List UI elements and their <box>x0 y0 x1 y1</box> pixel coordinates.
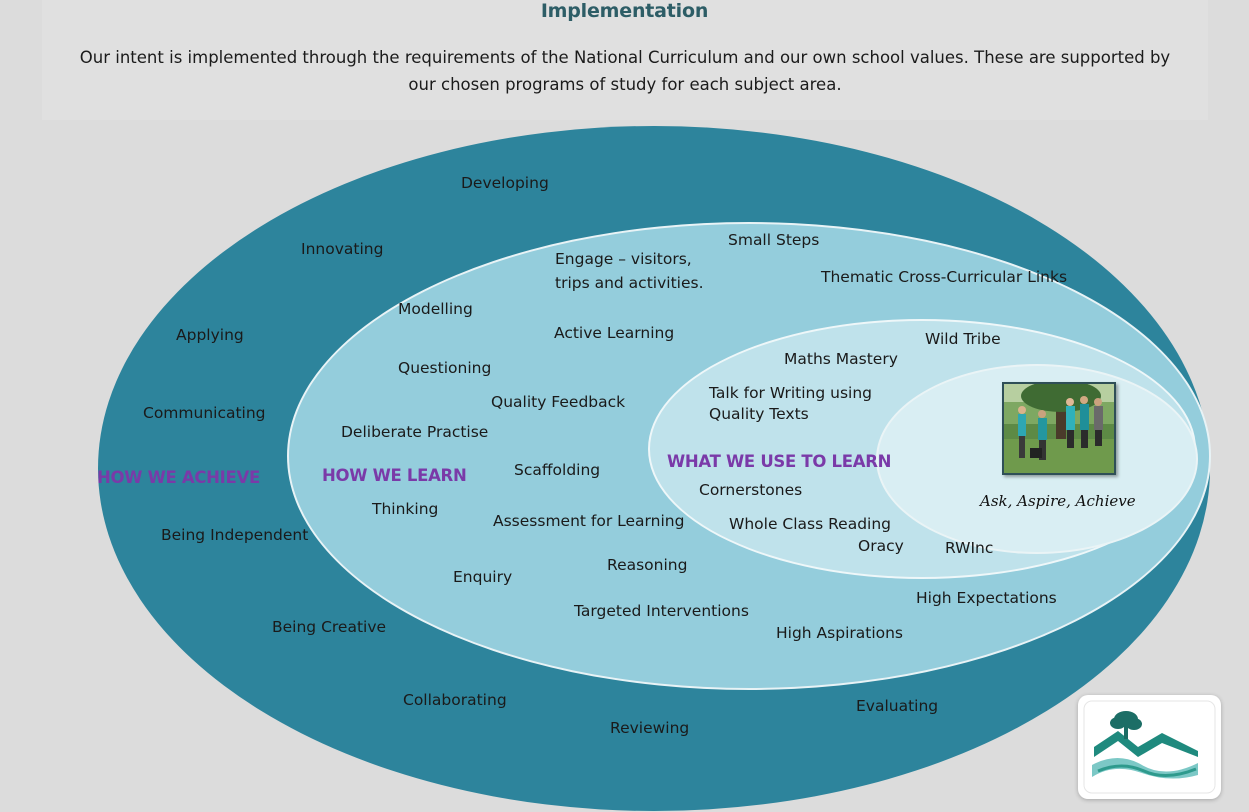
page-title: Implementation <box>540 0 709 22</box>
label-talk-for-writing-line1: Talk for Writing using <box>709 384 872 402</box>
label-oracy: Oracy <box>858 537 904 555</box>
label-modelling: Modelling <box>398 300 473 318</box>
label-developing: Developing <box>461 174 549 192</box>
intro-line-1: Our intent is implemented through the re… <box>79 48 1171 67</box>
label-whole-class-reading: Whole Class Reading <box>729 515 892 533</box>
label-enquiry: Enquiry <box>453 568 513 586</box>
label-being-creative: Being Creative <box>272 618 387 636</box>
label-being-independent: Being Independent <box>161 526 309 544</box>
label-cornerstones: Cornerstones <box>699 481 803 499</box>
school-logo-card <box>1078 695 1221 799</box>
label-scaffolding: Scaffolding <box>514 461 601 479</box>
label-high-expectations: High Expectations <box>916 589 1057 607</box>
pupils-photo <box>1002 382 1116 475</box>
label-wild-tribe: Wild Tribe <box>925 330 1001 348</box>
label-applying: Applying <box>176 326 244 344</box>
label-evaluating: Evaluating <box>856 697 939 715</box>
header-panel <box>42 0 1208 120</box>
label-questioning: Questioning <box>398 359 492 377</box>
intro-text: Our intent is implemented through the re… <box>60 44 1190 98</box>
heading-how-we-achieve: HOW WE ACHIEVE <box>97 468 260 487</box>
label-assessment-for-learning: Assessment for Learning <box>493 512 685 530</box>
label-active-learning: Active Learning <box>554 324 675 342</box>
label-thematic-links: Thematic Cross-Curricular Links <box>821 268 1068 286</box>
label-maths-mastery: Maths Mastery <box>784 350 898 368</box>
label-engage-line2: trips and activities. <box>555 274 704 292</box>
pupils-photo-image <box>1004 384 1114 473</box>
label-communicating: Communicating <box>143 404 266 422</box>
label-collaborating: Collaborating <box>403 691 507 709</box>
heading-how-we-learn: HOW WE LEARN <box>322 466 467 485</box>
label-innovating: Innovating <box>301 240 384 258</box>
heading-what-we-use-to-learn: WHAT WE USE TO LEARN <box>667 452 892 471</box>
label-rwinc: RWInc <box>945 539 994 557</box>
school-logo-icon <box>1083 700 1216 794</box>
label-talk-for-writing-line2: Quality Texts <box>709 405 809 423</box>
label-thinking: Thinking <box>372 500 439 518</box>
label-engage-line1: Engage – visitors, <box>555 250 692 268</box>
label-small-steps: Small Steps <box>728 231 820 249</box>
label-reasoning: Reasoning <box>607 556 688 574</box>
label-deliberate-practise: Deliberate Practise <box>341 423 489 441</box>
label-reviewing: Reviewing <box>610 719 690 737</box>
label-high-aspirations: High Aspirations <box>776 624 904 642</box>
label-targeted-interventions: Targeted Interventions <box>574 602 749 620</box>
motto-text: Ask, Aspire, Achieve <box>980 492 1136 510</box>
intro-line-2: our chosen programs of study for each su… <box>408 75 842 94</box>
label-quality-feedback: Quality Feedback <box>491 393 626 411</box>
